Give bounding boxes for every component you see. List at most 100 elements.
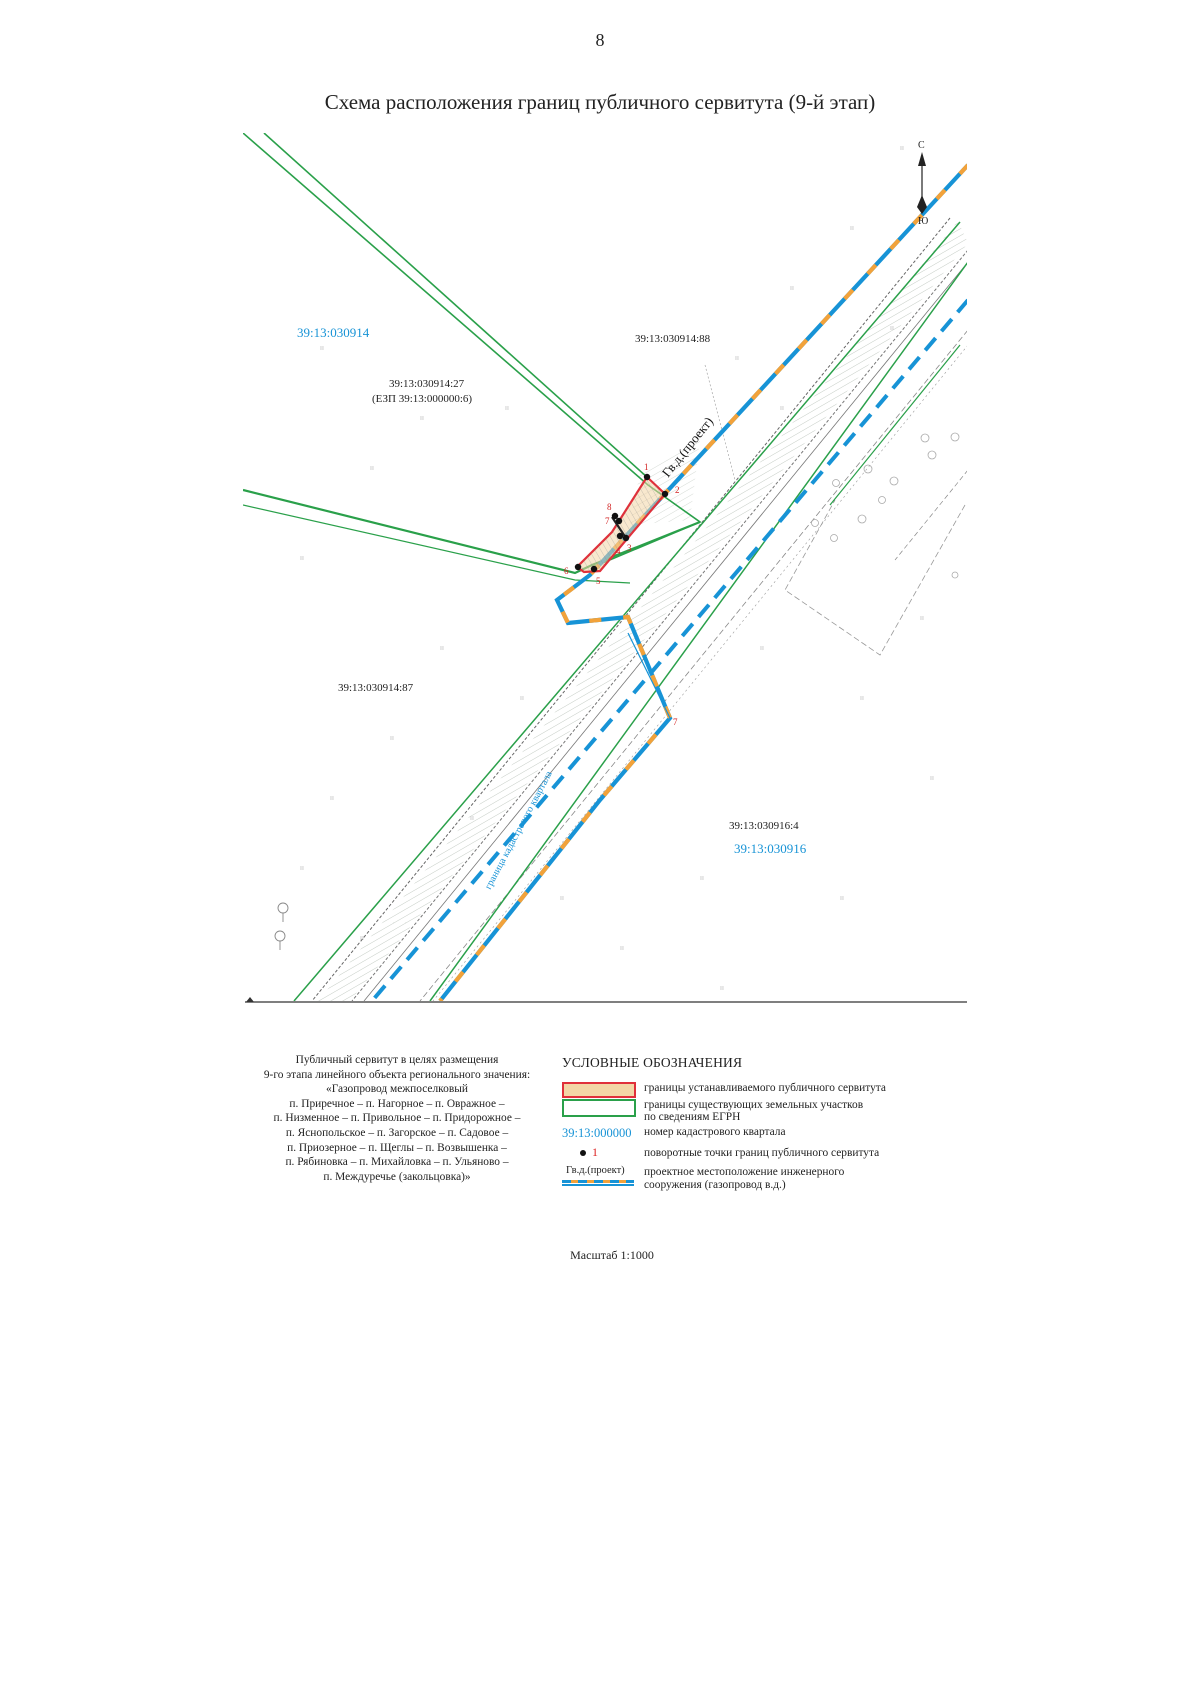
parcel-boundary [829,344,961,506]
point-label-3: 3 [627,543,632,553]
parcel-label-916-4: 39:13:030916:4 [729,820,799,832]
svg-text:ıı: ıı [735,354,739,362]
legend-title: УСЛОВНЫЕ ОБОЗНАЧЕНИЯ [562,1055,743,1070]
svg-text:ıı: ıı [505,404,509,412]
north-arrow-icon: С Ю [917,140,928,227]
road-embankment-hatch [318,221,967,1001]
caption-line: п. Приозерное – п. Щеглы – п. Возвышенка… [287,1141,507,1154]
legend-text-easement: границы устанавливаемого публичного серв… [644,1082,886,1094]
point-label-2: 2 [675,485,680,495]
easement-boundary [611,516,627,539]
svg-text:ıı: ıı [790,284,794,292]
legend-text-points: поворотные точки границ публичного серви… [644,1147,880,1159]
south-label: Ю [918,216,928,227]
point-label-7: 7 [605,516,610,526]
legend-row-easement: границы устанавливаемого публичного серв… [556,1080,956,1104]
page-number: 8 [595,30,605,50]
legend-row-points: 1 поворотные точки границ публичного сер… [556,1145,956,1171]
svg-text:ıı: ıı [520,694,524,702]
svg-text:ıı: ıı [330,794,334,802]
easement-swatch [562,1082,636,1098]
shrub-icon [811,432,960,579]
gas-pipeline-lower-line [627,632,671,719]
svg-text:ıı: ıı [560,894,564,902]
page-title: Схема расположения границ публичного сер… [324,90,876,114]
parcel-boundary [243,133,649,486]
parcel-boundary [592,484,702,568]
turning-point-number: 1 [592,1145,598,1159]
turning-point-icon [580,1150,586,1156]
parcel-label-87: 39:13:030914:87 [338,682,414,694]
point-label-1: 1 [644,462,649,472]
ezp-label-27: (ЕЗП 39:13:000000:6) [372,393,472,405]
parcel-boundary [263,133,649,479]
map-caption: Публичный сервитут в целях размещения 9-… [232,1053,562,1184]
caption-line: п. Яснопольское – п. Загорское – п. Садо… [285,1126,509,1139]
parcel-boundary [243,504,631,584]
parcel-swatch [562,1099,636,1117]
svg-text:ıı: ıı [300,554,304,562]
svg-text:ıı: ıı [920,614,924,622]
svg-text:ıı: ıı [890,324,894,332]
legend-row-parcels: границы существующих земельных участков … [556,1099,956,1123]
map-scale: Масштаб 1:1000 [570,1248,654,1262]
caption-line: 9-го этапа линейного объекта регионально… [263,1068,531,1081]
svg-text:ıı: ıı [370,464,374,472]
point-label-4: 4 [616,546,621,556]
easement-hatch [577,477,665,572]
legend-text-parcels-1: границы существующих земельных участков [644,1099,864,1111]
svg-text:ıı: ıı [470,814,474,822]
quarter-label-916: 39:13:030916 [734,841,807,856]
caption-line: Публичный сервитут в целях размещения [295,1054,499,1066]
svg-text:ıı: ıı [900,144,904,152]
svg-text:ıı: ıı [930,774,934,782]
legend-row-quarter: 39:13:000000 номер кадастрового квартала [556,1126,956,1150]
road-edge [363,262,967,1001]
caption-line: п. Междуречье (закольцовка)» [323,1170,471,1183]
parcel-label-27: 39:13:030914:27 [389,378,465,390]
svg-text:ıı: ıı [320,344,324,352]
caption-line: п. Рябиновка – п. Михайловка – п. Ульяно… [285,1156,509,1169]
gas-pipeline-dashes [438,163,967,1001]
svg-text:ıı: ıı [850,224,854,232]
road-edge [351,250,967,1001]
building-outline [784,499,966,656]
grass-marks: ıı ıı ıı ıı ıı ıı ıı ıı ıı ıı ıı ıı ıı ıı ıı ıı ıı ı… [300,144,934,992]
svg-text:ıı: ıı [390,734,394,742]
svg-text:ıı: ıı [780,404,784,412]
gas-pipeline [438,163,967,1001]
svg-text:ıı: ıı [720,984,724,992]
svg-text:ıı: ıı [860,694,864,702]
parcel-boundary [293,221,961,1001]
svg-text:ıı: ıı [700,874,704,882]
turning-points [574,473,669,573]
point-label-5: 5 [596,576,601,586]
point-label-6: 6 [564,566,569,576]
north-label: С [918,140,925,151]
point-label-8: 8 [607,502,612,512]
legend-text-parcels-2: по сведениям ЕГРН [644,1111,741,1123]
svg-text:ıı: ıı [440,644,444,652]
svg-text:ıı: ıı [620,944,624,952]
ditch-line [894,470,967,561]
corner-mark-icon [246,997,254,1002]
svg-text:ıı: ıı [840,894,844,902]
tree-icon [274,902,289,950]
quarter-boundary-line [370,298,967,1001]
parcel-label-88: 39:13:030914:88 [635,333,711,345]
legend-text-gas-2: сооружения (газопровод в.д.) [644,1179,786,1191]
svg-text:ıı: ıı [760,644,764,652]
svg-text:ıı: ıı [420,414,424,422]
quarter-label-914: 39:13:030914 [297,325,370,340]
road-edge [432,345,967,1001]
parcel-boundary [429,262,967,1001]
legend-row-gas: Гв.д.(проект) проектное местоположение и… [556,1165,956,1191]
gas-pipe-sample-label: Гв.д.(проект) [566,1165,625,1176]
road-edge [311,217,951,1001]
svg-text:ıı: ıı [300,864,304,872]
svg-text:ıı: ıı [360,934,364,942]
point-label-7b: 7 [673,717,678,727]
quarter-number-sample: 39:13:000000 [562,1126,632,1140]
legend-text-gas-1: проектное местоположение инженерного [644,1166,845,1178]
